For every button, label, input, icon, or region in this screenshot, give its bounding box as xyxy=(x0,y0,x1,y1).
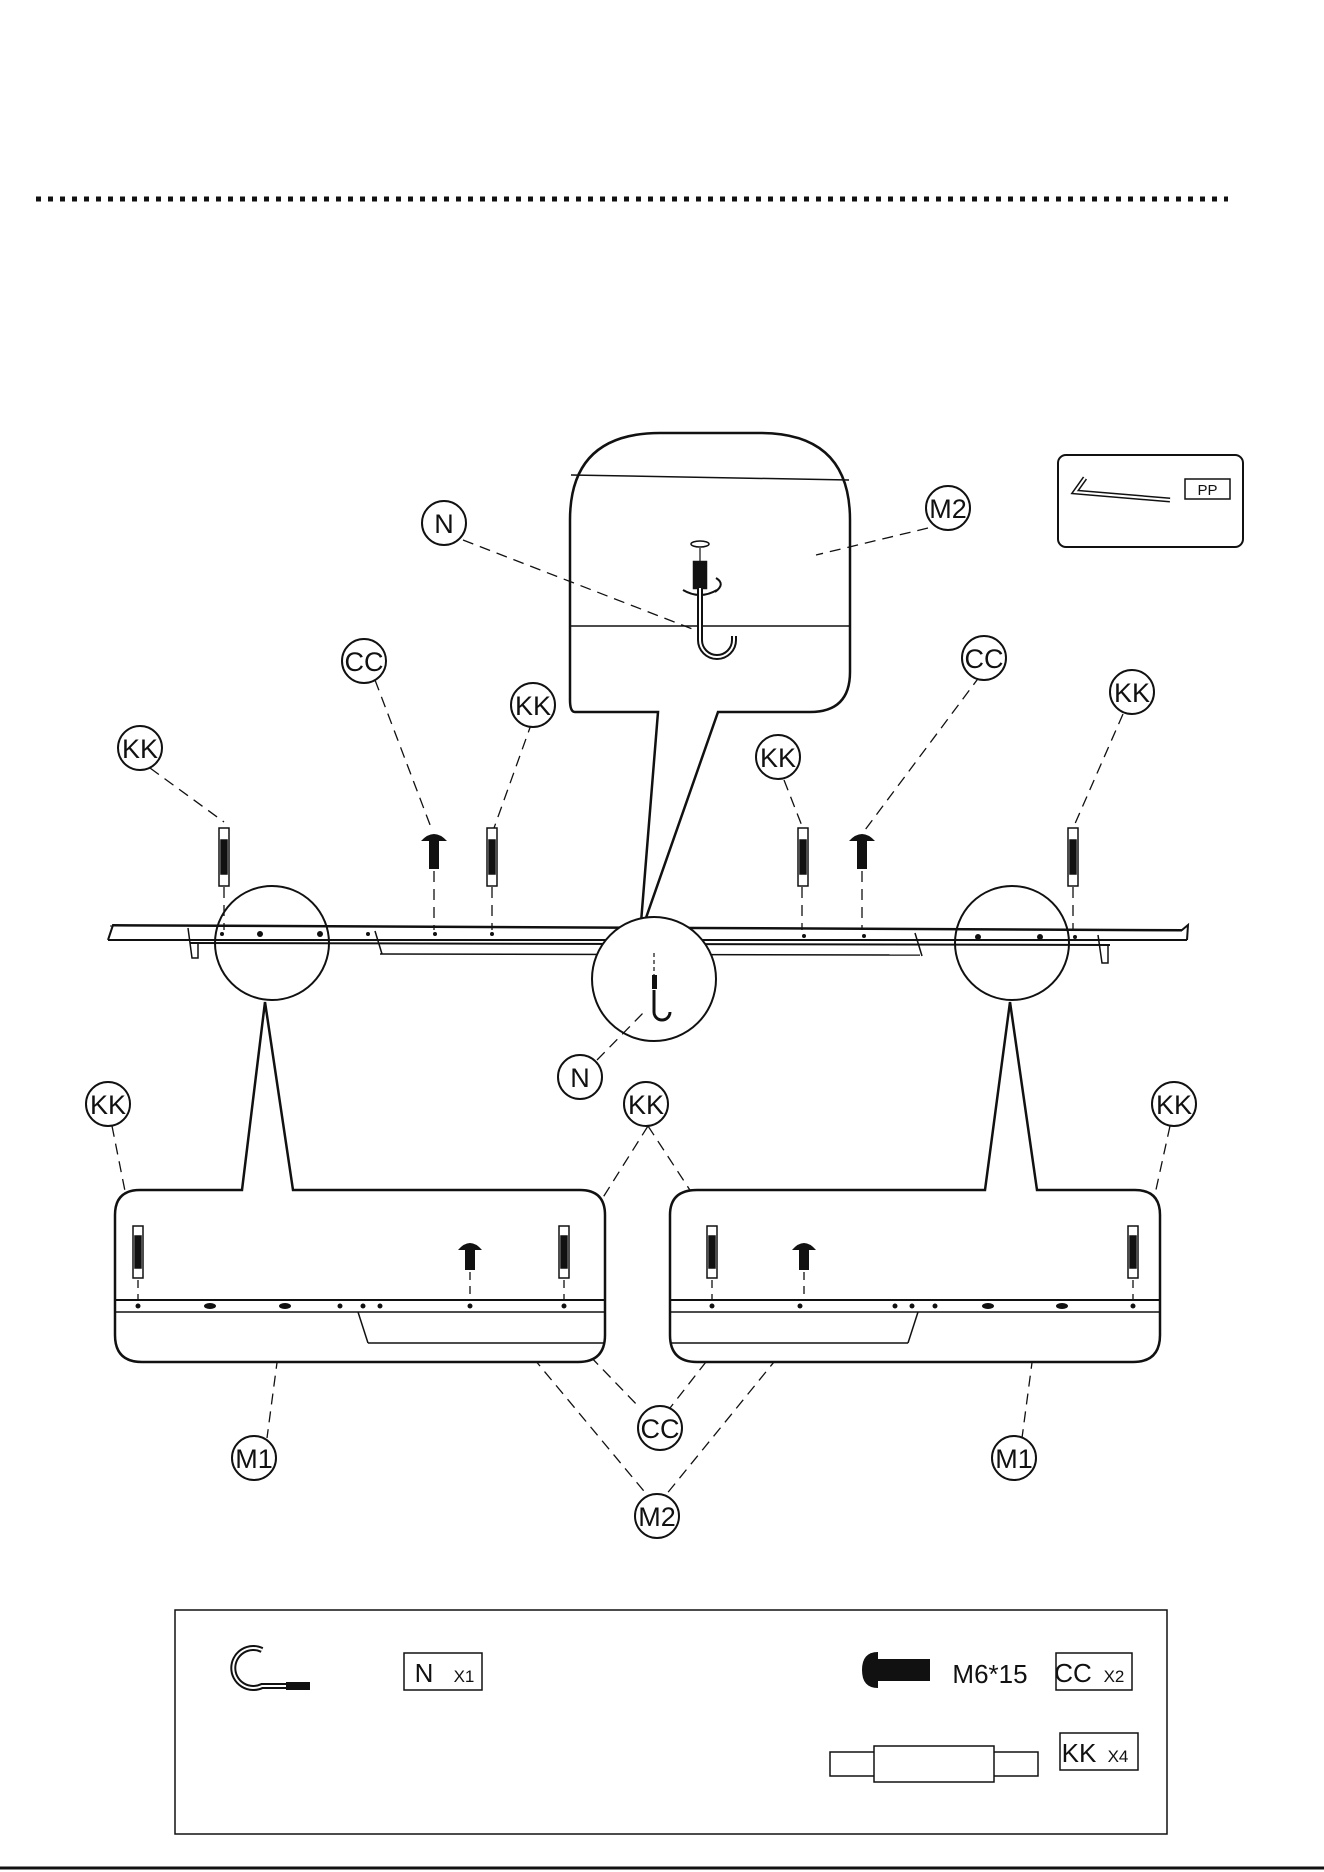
right-detail-box xyxy=(670,1002,1160,1362)
svg-text:CC: CC xyxy=(641,1414,680,1444)
callout-cc-bottom: CC xyxy=(638,1406,682,1450)
callout-kk-far-right: KK xyxy=(1110,670,1154,714)
callout-m1-left: M1 xyxy=(232,1436,276,1480)
svg-text:M2: M2 xyxy=(929,494,967,524)
callout-m2-top: M2 xyxy=(926,486,970,530)
svg-text:CC: CC xyxy=(965,644,1004,674)
svg-text:KK: KK xyxy=(628,1090,664,1120)
dowel-icon xyxy=(798,828,808,886)
svg-text:CC: CC xyxy=(345,647,384,677)
bolt-code: CC xyxy=(1054,1658,1092,1688)
svg-text:M1: M1 xyxy=(995,1444,1033,1474)
dowel-icon xyxy=(133,1226,143,1278)
parts-list: N X1 M6*15 CC X2 KK X4 xyxy=(175,1610,1167,1834)
dowel-icon xyxy=(1068,828,1078,886)
svg-text:M2: M2 xyxy=(638,1502,676,1532)
callout-kk-bottom-right: KK xyxy=(1152,1082,1196,1126)
hook-qty: X1 xyxy=(454,1667,475,1686)
callout-m2-bottom: M2 xyxy=(635,1494,679,1538)
dowel-qty: X4 xyxy=(1108,1747,1129,1766)
dowel-icon xyxy=(559,1226,569,1278)
svg-text:KK: KK xyxy=(760,743,796,773)
dowel-icon xyxy=(219,828,229,886)
callout-n-mid: N xyxy=(558,1055,602,1099)
svg-text:KK: KK xyxy=(1156,1090,1192,1120)
callout-m1-right: M1 xyxy=(992,1436,1036,1480)
svg-text:M1: M1 xyxy=(235,1444,273,1474)
dowel-icon xyxy=(830,1746,1038,1782)
bolt-icon xyxy=(849,834,875,869)
svg-text:KK: KK xyxy=(122,734,158,764)
dowel-icon xyxy=(487,828,497,886)
svg-text:N: N xyxy=(434,509,454,539)
svg-text:KK: KK xyxy=(515,691,551,721)
dowel-code: KK xyxy=(1062,1738,1097,1768)
left-detail-box xyxy=(115,1002,605,1362)
callout-kk-right: KK xyxy=(756,735,800,779)
callout-kk-bottom-left: KK xyxy=(86,1082,130,1126)
tool-box: PP xyxy=(1058,455,1243,547)
tool-label: PP xyxy=(1197,482,1217,499)
callout-cc-left: CC xyxy=(342,639,386,683)
svg-text:KK: KK xyxy=(1114,678,1150,708)
svg-text:KK: KK xyxy=(90,1090,126,1120)
dowel-icon xyxy=(1128,1226,1138,1278)
dowel-icon xyxy=(707,1226,717,1278)
bolt-icon xyxy=(421,834,447,869)
callout-kk-far-left: KK xyxy=(118,726,162,770)
callout-cc-right: CC xyxy=(962,636,1006,680)
callout-kk-bottom-center: KK xyxy=(624,1082,668,1126)
callout-n-top: N xyxy=(422,501,466,545)
callout-kk-left: KK xyxy=(511,683,555,727)
svg-text:N: N xyxy=(570,1063,590,1093)
bolt-size: M6*15 xyxy=(952,1659,1027,1689)
bolt-qty: X2 xyxy=(1104,1667,1125,1686)
hook-code: N xyxy=(415,1658,434,1688)
